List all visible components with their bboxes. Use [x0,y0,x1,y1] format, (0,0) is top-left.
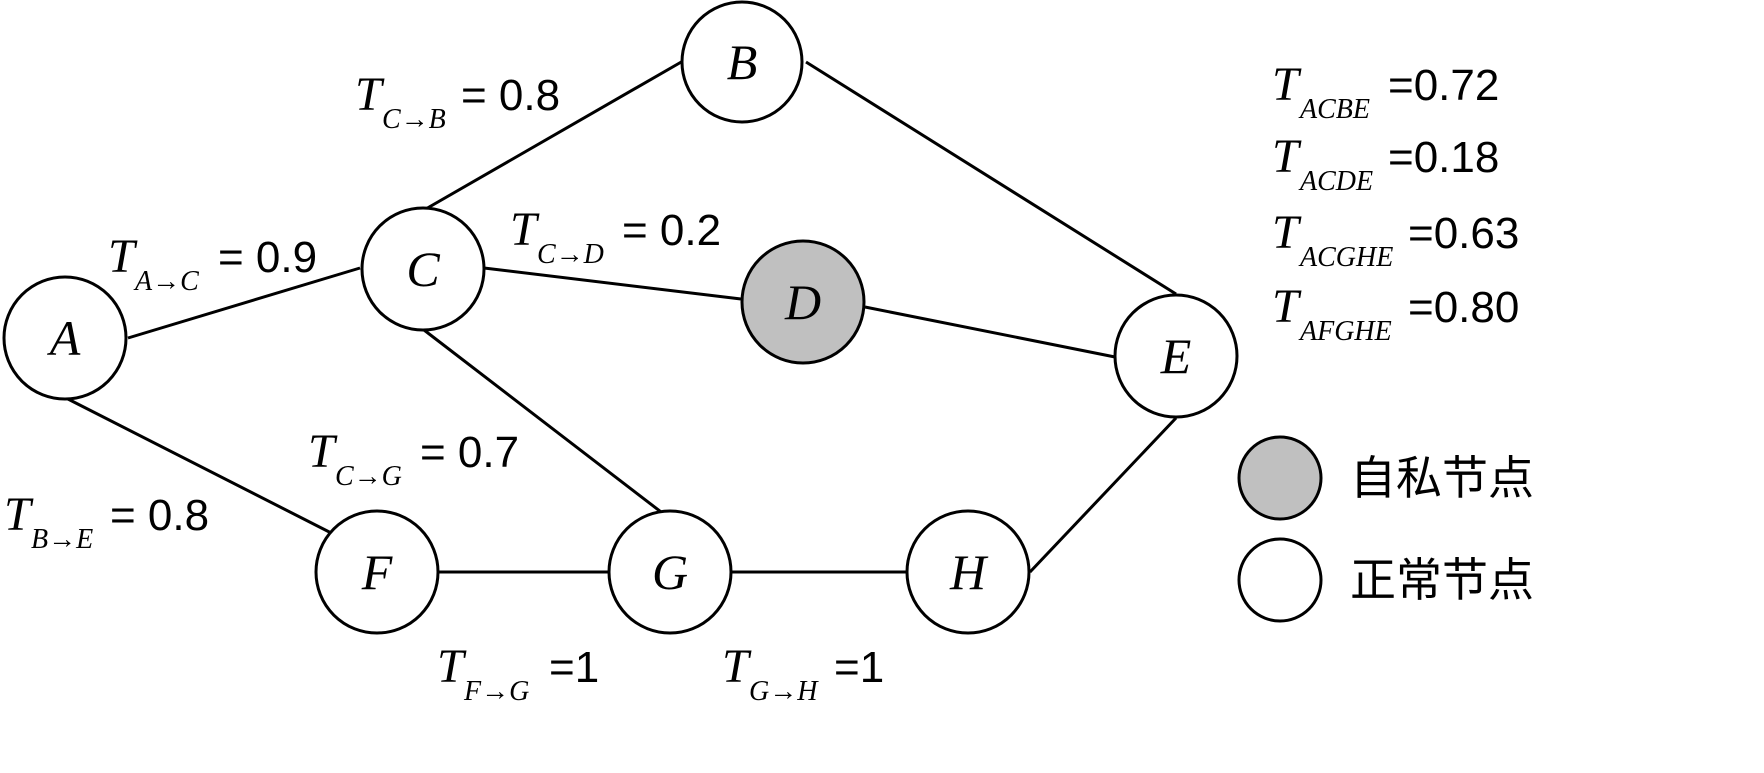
legend-normal-label: 正常节点 [1350,553,1534,607]
node-f-label: F [361,544,393,600]
path-trust-acghe-subscript: ACGHE [1298,242,1393,273]
path-trust-afghe: T AFGHE =0.80 [1272,280,1519,347]
edge-a-f [63,395,346,542]
node-g-label: G [652,544,688,600]
node-e: E [1113,293,1239,419]
edge-d-e [864,305,1116,359]
node-d-circle [740,239,866,365]
edge-label-g-h-symbol: T [722,640,752,693]
edge-label-c-g: T C→G = 0.7 [308,425,519,492]
edge-label-g-h-subscript: G→H [749,676,819,707]
path-trust-acbe-symbol: T [1272,58,1302,111]
node-d: D [740,239,866,365]
node-c-label: C [406,241,440,297]
node-d-label: D [784,274,821,330]
edge-c-g [423,328,666,517]
legend-item-normal: 正常节点 [1237,537,1534,623]
legend-selfish-swatch [1237,435,1323,521]
edges [63,59,1178,574]
edge-label-a-c: T A→C = 0.9 [108,230,317,297]
path-trust-acghe-value: =0.63 [1408,209,1519,258]
path-trust-acghe-symbol: T [1272,206,1302,259]
path-trust-acde-value: =0.18 [1388,133,1499,182]
path-trust-acbe-value: =0.72 [1388,61,1499,110]
node-g-circle [607,509,733,635]
path-trust-acbe-subscript: ACBE [1298,94,1370,125]
edge-label-b-e-subscript: B→E [31,524,93,555]
legend-item-selfish: 自私节点 [1237,435,1534,521]
edge-label-c-g-value: = 0.7 [420,428,519,477]
node-b: B [680,0,804,124]
edge-label-a-c-subscript: A→C [133,266,199,297]
path-trust-acbe: T ACBE =0.72 [1272,58,1499,125]
path-trust-acde-subscript: ACDE [1298,166,1373,197]
legend: 自私节点 正常节点 [1237,435,1534,623]
edge-label-c-d-value: = 0.2 [622,206,721,255]
node-h-label: H [949,544,989,600]
node-a-label: A [47,310,81,366]
node-h-circle [905,509,1031,635]
legend-selfish-label: 自私节点 [1350,451,1534,505]
node-f-circle [314,509,440,635]
edge-label-f-g-value: =1 [549,643,599,692]
path-trust-afghe-value: =0.80 [1408,283,1519,332]
edge-label-c-b-symbol: T [355,68,385,121]
edge-label-c-g-symbol: T [308,425,338,478]
edge-label-f-g-symbol: T [437,640,467,693]
node-c-circle [360,206,486,332]
edge-label-c-d-symbol: T [510,203,540,256]
path-trust-list: T ACBE =0.72 T ACDE =0.18 T ACGHE =0.63 … [1272,58,1519,347]
edge-label-f-g: T F→G =1 [437,640,599,707]
node-b-label: B [727,34,758,90]
node-e-circle [1113,293,1239,419]
edge-a-c [127,266,361,340]
path-trust-acde: T ACDE =0.18 [1272,130,1499,197]
edge-label-c-b-value: = 0.8 [461,71,560,120]
edge-c-d [483,266,742,301]
path-trust-acghe: T ACGHE =0.63 [1272,206,1519,273]
legend-normal-swatch [1237,537,1323,623]
node-b-circle [680,0,804,124]
node-e-label: E [1160,328,1192,384]
edge-h-e [1028,416,1178,574]
node-a-circle [2,275,128,401]
edge-label-a-c-symbol: T [108,230,138,283]
node-c: C [360,206,486,332]
edge-label-a-c-value: = 0.9 [218,233,317,282]
edge-label-b-e: T B→E = 0.8 [4,488,209,555]
edge-label-c-d: T C→D = 0.2 [510,203,721,270]
edge-b-e [805,60,1177,296]
node-a: A [2,275,128,401]
node-f: F [314,509,440,635]
path-trust-afghe-symbol: T [1272,280,1302,333]
path-trust-afghe-subscript: AFGHE [1298,316,1392,347]
edge-c-b [423,59,684,212]
edge-label-c-b-subscript: C→B [382,104,446,135]
edge-label-b-e-symbol: T [4,488,34,541]
edge-label-f-g-subscript: F→G [463,676,529,707]
edge-label-c-g-subscript: C→G [335,461,402,492]
edge-label-g-h-value: =1 [834,643,884,692]
node-h: H [905,509,1031,635]
edge-label-b-e-value: = 0.8 [110,491,209,540]
edge-label-c-b: T C→B = 0.8 [355,68,560,135]
node-g: G [607,509,733,635]
edge-label-c-d-subscript: C→D [537,239,604,270]
path-trust-acde-symbol: T [1272,130,1302,183]
edge-label-g-h: T G→H =1 [722,640,884,707]
